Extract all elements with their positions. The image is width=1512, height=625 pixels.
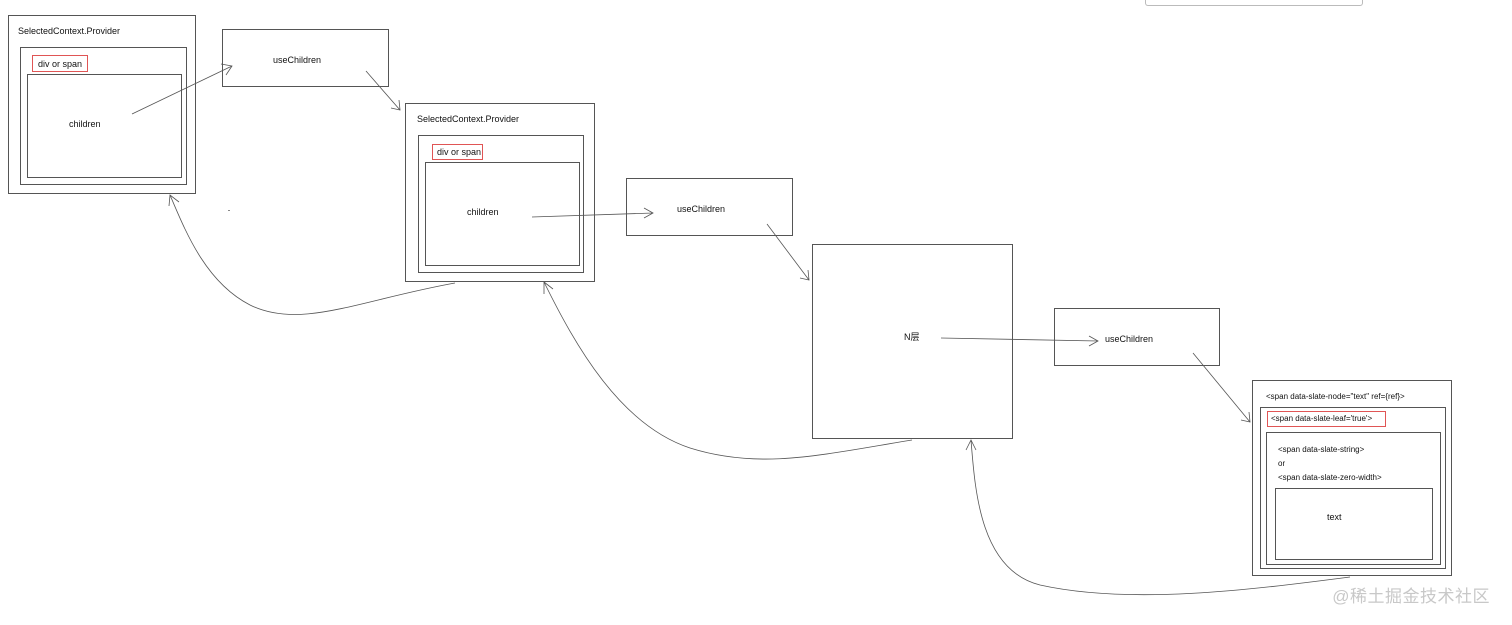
use-children-label-3: useChildren [1105, 334, 1154, 344]
tag-label-1: div or span [38, 59, 83, 69]
tag-label-2: div or span [437, 147, 482, 157]
text-label: text [1327, 512, 1342, 522]
zero-width-span-label: <span data-slate-zero-width> [1278, 473, 1382, 482]
top-panel-edge [1145, 0, 1363, 6]
tag-box-1 [32, 55, 88, 72]
tag-box-2 [432, 144, 483, 160]
use-children-box-1 [222, 29, 389, 87]
provider-box-2 [405, 103, 595, 282]
provider-label-2: SelectedContext.Provider [417, 114, 520, 124]
provider-label-1: SelectedContext.Provider [18, 26, 121, 36]
children-label-2: children [467, 207, 499, 217]
children-label-1: children [69, 119, 101, 129]
stray-dot [228, 210, 230, 211]
n-layer-label: N层 [904, 332, 920, 342]
use-children-box-3 [1054, 308, 1220, 366]
watermark: @稀土掘金技术社区 [1332, 587, 1490, 606]
children-box-1 [27, 74, 182, 178]
string-span-label: <span data-slate-string> [1278, 445, 1365, 454]
use-children-label-2: useChildren [677, 204, 726, 214]
text-node-label: <span data-slate-node="text" ref={ref}> [1266, 392, 1405, 401]
leaf-tag-box [1267, 411, 1386, 427]
wrapper-box-1 [20, 47, 187, 185]
use-children-box-2 [626, 178, 793, 236]
leaf-tag-label: <span data-slate-leaf='true'> [1271, 414, 1373, 423]
or-label: or [1278, 459, 1286, 468]
text-box [1275, 488, 1433, 560]
children-box-2 [425, 162, 580, 266]
use-children-label-1: useChildren [273, 55, 322, 65]
